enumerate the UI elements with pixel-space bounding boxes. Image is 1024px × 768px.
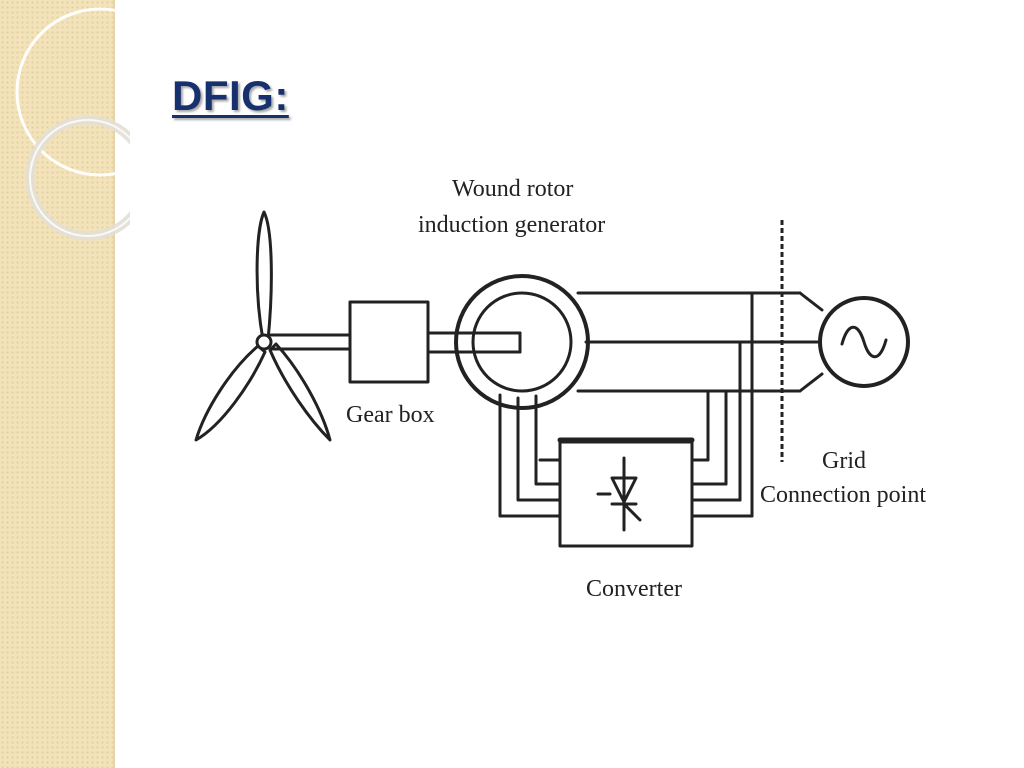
gear-box — [348, 300, 430, 384]
converter-label: Converter — [586, 576, 682, 602]
drive-shafts — [269, 331, 522, 354]
slide-title: DFIG: — [172, 72, 289, 119]
gearbox-label: Gear box — [346, 402, 435, 428]
turbine-blade-top — [255, 210, 273, 342]
wind-turbine-rotor — [194, 210, 332, 442]
thyristor-icon — [596, 456, 642, 532]
converter — [557, 437, 695, 548]
rotor-leads — [498, 393, 562, 518]
turbine-hub — [255, 333, 273, 351]
side-band-divider — [113, 0, 115, 768]
turbine-blade-lower-right — [268, 342, 332, 442]
generator-stator — [454, 274, 590, 410]
grid-label-line1: Grid — [822, 448, 866, 474]
stator-lines — [576, 291, 824, 393]
generator-label-line1: Wound rotor — [452, 176, 573, 202]
decorative-circles — [15, 7, 130, 241]
grid-label-line2: Connection point — [760, 482, 926, 508]
ac-source-icon — [818, 296, 910, 388]
converter-box — [558, 440, 694, 548]
grid-side-bus — [724, 291, 754, 518]
sine-wave-icon — [840, 325, 888, 359]
generator-label-line2: induction generator — [418, 212, 605, 238]
grid-source — [818, 296, 910, 388]
generator-rotor — [471, 291, 573, 393]
wound-rotor-induction-generator — [454, 274, 590, 410]
turbine-blade-lower-left — [194, 344, 267, 442]
converter-grid-leads — [690, 389, 754, 518]
